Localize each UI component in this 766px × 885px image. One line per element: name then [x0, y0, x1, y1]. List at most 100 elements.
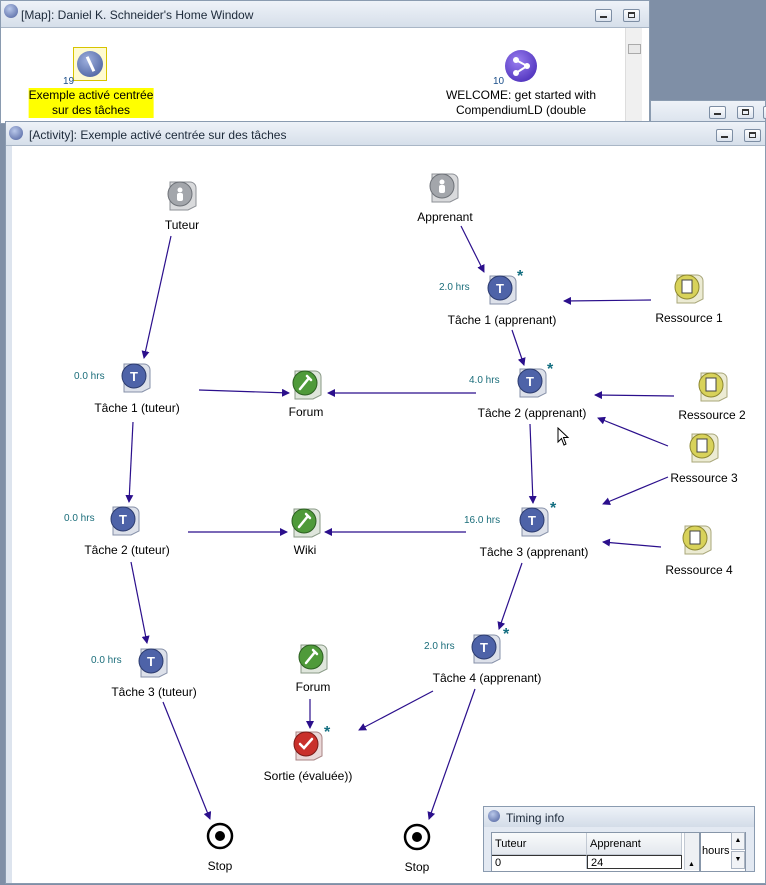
map-node-label: WELCOME: get started with CompendiumLD (…	[445, 88, 597, 117]
hours-label: 0.0 hrs	[64, 513, 95, 524]
link	[130, 561, 150, 644]
spinner-down-icon[interactable]: ▼	[731, 851, 745, 869]
svg-text:T: T	[119, 512, 127, 527]
activity-map-icon	[73, 47, 107, 81]
node-label: Tâche 4 (apprenant)	[432, 671, 542, 685]
link	[594, 391, 675, 400]
links-layer	[125, 225, 675, 820]
map-node-count: 19	[63, 76, 75, 87]
role-icon	[167, 181, 197, 211]
link	[597, 416, 669, 447]
resource-icon	[698, 372, 728, 402]
tool-icon	[291, 508, 321, 538]
left-frame	[6, 146, 12, 883]
close-button[interactable]: ×	[763, 106, 766, 119]
link	[602, 538, 662, 548]
map-window-titlebar[interactable]: [Map]: Daniel K. Schneider's Home Window	[1, 1, 649, 28]
timing-table[interactable]: Tuteur Apprenant 0 24 ▲	[491, 832, 700, 872]
timing-info-titlebar[interactable]: Timing info	[484, 807, 754, 827]
node-label: Tâche 1 (tuteur)	[94, 401, 180, 415]
timing-info-title: Timing info	[506, 811, 565, 825]
timing-info-panel: Timing info Tuteur Apprenant 0 24 ▲ hour…	[483, 806, 755, 872]
map-scrollbar[interactable]	[625, 28, 642, 124]
node-label: Tâche 3 (tuteur)	[111, 685, 197, 699]
star-marker: *	[517, 268, 524, 285]
link	[511, 329, 526, 366]
svg-text:T: T	[526, 374, 534, 389]
node-label: Tâche 3 (apprenant)	[479, 545, 589, 559]
minimize-button[interactable]	[595, 9, 612, 22]
node-label: Tâche 2 (apprenant)	[477, 406, 587, 420]
link	[162, 701, 212, 820]
node-label: Forum	[295, 680, 331, 694]
maximize-button[interactable]	[623, 9, 640, 22]
star-marker: *	[324, 724, 331, 741]
link	[141, 235, 172, 359]
node-label: Tâche 2 (tuteur)	[84, 543, 170, 557]
tool-icon	[292, 370, 322, 400]
welcome-map-icon	[505, 50, 537, 82]
assessment-icon	[293, 731, 323, 761]
task-icon: T	[138, 648, 168, 678]
link	[427, 688, 476, 820]
map-window-title: [Map]: Daniel K. Schneider's Home Window	[21, 8, 254, 22]
task-icon: T	[121, 363, 151, 393]
node-label: Stop	[207, 859, 233, 873]
spinner-up-icon[interactable]: ▲	[731, 832, 745, 850]
svg-text:T: T	[130, 369, 138, 384]
hours-label: 0.0 hrs	[91, 655, 122, 666]
table-scrollbar[interactable]: ▲	[684, 833, 699, 870]
resource-icon	[682, 525, 712, 555]
link	[497, 562, 523, 630]
hours-label: 2.0 hrs	[439, 282, 470, 293]
star-marker: *	[547, 361, 554, 378]
table-cell[interactable]: 24	[587, 855, 682, 869]
resource-icon	[689, 433, 719, 463]
link	[563, 296, 652, 305]
column-header[interactable]: Tuteur	[492, 833, 587, 855]
minimize-button[interactable]	[716, 129, 733, 142]
node-label: Sortie (évaluée))	[263, 769, 353, 783]
svg-text:T: T	[147, 654, 155, 669]
stop-icon	[403, 823, 431, 851]
role-icon	[429, 173, 459, 203]
column-header[interactable]: Apprenant	[587, 833, 682, 855]
task-icon: T	[110, 506, 140, 536]
activity-canvas[interactable]: Tuteur Apprenant 2.0 hrs T * Tâche 1 (ap…	[6, 122, 766, 885]
table-cell[interactable]: 0	[492, 855, 587, 869]
task-icon: T	[471, 634, 501, 664]
map-node-count: 10	[493, 76, 505, 87]
node-label: Ressource 4	[665, 563, 733, 577]
node-label: Stop	[404, 860, 430, 874]
node-label: Forum	[288, 405, 324, 419]
link	[602, 476, 669, 506]
hours-label: 0.0 hrs	[74, 371, 105, 382]
link	[460, 225, 485, 273]
node-label: Tuteur	[164, 218, 200, 232]
activity-window-title: [Activity]: Exemple activé centrée sur d…	[29, 128, 287, 142]
app-icon	[9, 126, 23, 140]
node-label: Tâche 1 (apprenant)	[447, 313, 557, 327]
app-icon	[4, 4, 18, 18]
unit-spinner[interactable]: ▲ ▼	[731, 832, 745, 870]
maximize-button[interactable]	[737, 106, 754, 119]
activity-window-titlebar[interactable]: [Activity]: Exemple activé centrée sur d…	[6, 122, 765, 146]
maximize-button[interactable]	[744, 129, 761, 142]
svg-text:T: T	[528, 513, 536, 528]
star-marker: *	[550, 500, 557, 517]
svg-text:T: T	[480, 640, 488, 655]
hours-label: 16.0 hrs	[464, 515, 501, 526]
link	[125, 421, 134, 503]
link	[358, 690, 434, 731]
resource-icon	[674, 274, 704, 304]
map-window: [Map]: Daniel K. Schneider's Home Window…	[0, 0, 650, 124]
minimize-button[interactable]	[709, 106, 726, 119]
stop-icon	[206, 822, 234, 850]
node-label: Apprenant	[417, 210, 473, 224]
node-label: Wiki	[293, 543, 317, 557]
map-node-label: Exemple activé centrée sur des tâches	[28, 88, 154, 118]
link	[528, 423, 537, 504]
link	[198, 388, 290, 397]
svg-text:T: T	[496, 281, 504, 296]
hours-label: 2.0 hrs	[424, 641, 455, 652]
